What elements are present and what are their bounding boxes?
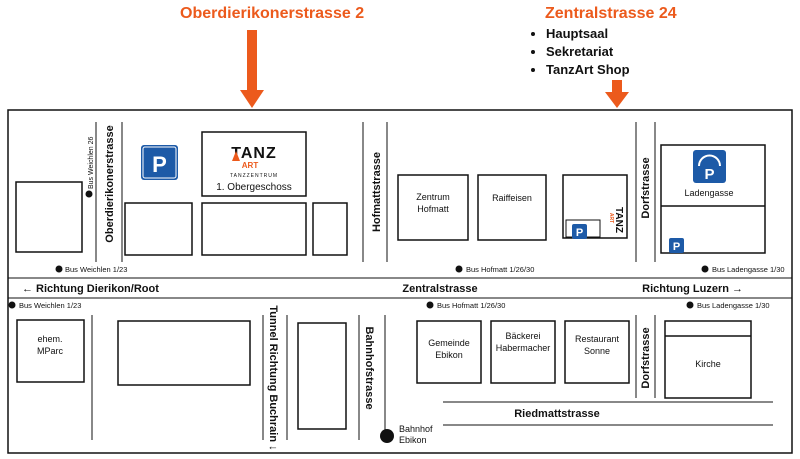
list-item: Hauptsaal (546, 25, 630, 43)
svg-text:P: P (152, 152, 167, 177)
svg-text:ART: ART (242, 161, 259, 170)
svg-text:P: P (704, 166, 714, 183)
svg-text:Bus Weichlen 26: Bus Weichlen 26 (88, 136, 95, 189)
tanzart-logo-small: TANZ ART (608, 207, 624, 233)
building-kirche (664, 320, 752, 399)
building-baeckerei (490, 320, 556, 384)
building-label: Gemeinde (428, 338, 470, 348)
svg-text:TANZZENTRUM: TANZZENTRUM (230, 173, 278, 179)
svg-text:Bus Weichlen 1/23: Bus Weichlen 1/23 (19, 301, 81, 310)
building-tanzart (201, 131, 307, 197)
building-zentrum-hofmatt (397, 174, 469, 241)
svg-text:ART: ART (608, 213, 614, 223)
building-north-3 (201, 202, 307, 256)
building-label: Restaurant (575, 334, 620, 344)
bus-stop: Bus Hofmatt 1/26/30 (455, 265, 534, 274)
street-label: Tunnel Richtung Buchrain ↓ (267, 305, 279, 450)
svg-text:Bahnhof: Bahnhof (399, 424, 433, 434)
bus-stop: Bus Ladengasse 1/30 (686, 301, 770, 310)
street-label: Oberdierikonerstrasse (104, 125, 116, 242)
building-ehem-mparc (16, 319, 85, 383)
parking-icon: P (572, 224, 587, 239)
building-label: Kirche (695, 359, 721, 369)
bus-stop: Bus Weichlen 1/23 (55, 265, 127, 274)
parking-icon: P (141, 145, 178, 180)
destination-right-address: Zentralstrasse 24 (545, 5, 677, 22)
svg-text:Ebikon: Ebikon (399, 435, 427, 445)
street-label: Zentralstrasse (402, 283, 477, 295)
svg-text:TANZ: TANZ (231, 145, 276, 162)
destination-right-list: Hauptsaal Sekretariat TanzArt Shop (528, 25, 630, 79)
svg-text:TANZ: TANZ (613, 207, 624, 233)
building-label: Sonne (584, 346, 610, 356)
tanzart-logo: TANZ ART TANZZENTRUM (230, 145, 278, 179)
parking-icon: P (669, 238, 684, 253)
arrow-right-icon (605, 80, 629, 108)
building-north-1 (15, 181, 83, 253)
svg-text:Bus Ladengasse 1/30: Bus Ladengasse 1/30 (697, 301, 770, 310)
arrow-left-icon (240, 30, 264, 108)
building-label: Hofmatt (417, 204, 449, 214)
building-raiffeisen (477, 174, 547, 241)
street-label: Bahnhofstrasse (363, 326, 375, 409)
building-label: Raiffeisen (492, 193, 532, 203)
street-label: Dorfstrasse (640, 157, 652, 218)
street-label: Riedmattstrasse (514, 408, 600, 420)
list-item: TanzArt Shop (546, 61, 630, 79)
bus-stop: Bus Hofmatt 1/26/30 (426, 301, 505, 310)
svg-text:P: P (673, 241, 680, 253)
building-label: MParc (37, 346, 64, 356)
building-gemeinde (416, 320, 482, 384)
svg-text:P: P (576, 227, 583, 239)
building-label: ehem. (37, 334, 62, 344)
building-north-2 (124, 202, 193, 256)
destination-left-address: Oberdierikonerstrasse 2 (180, 5, 365, 22)
building-south-1 (117, 320, 251, 386)
list-item: Sekretariat (546, 43, 630, 61)
svg-text:Bus Hofmatt 1/26/30: Bus Hofmatt 1/26/30 (437, 301, 505, 310)
building-label: Zentrum (416, 192, 450, 202)
street-label: Dorfstrasse (640, 327, 652, 388)
map-frame (7, 109, 793, 454)
train-station-marker: Bahnhof Ebikon (380, 424, 433, 445)
bus-stop: Bus Ladengasse 1/30 (701, 265, 785, 274)
building-south-2 (297, 322, 347, 430)
bus-stop: Bus Weichlen 26 (85, 136, 95, 198)
building-label: Ladengasse (684, 188, 733, 198)
building-north-4 (312, 202, 348, 256)
parking-garage-icon: P (693, 150, 726, 183)
building-label: Ebikon (435, 350, 463, 360)
direction-label: Richtung Luzern → (642, 283, 743, 295)
bus-stop: Bus Weichlen 1/23 (8, 301, 81, 310)
svg-text:Bus Weichlen 1/23: Bus Weichlen 1/23 (65, 265, 127, 274)
svg-text:Bus Hofmatt 1/26/30: Bus Hofmatt 1/26/30 (466, 265, 534, 274)
tanzart-floor-label: 1. Obergeschoss (216, 182, 292, 193)
building-label: Habermacher (496, 343, 551, 353)
building-label: Bäckerei (505, 331, 540, 341)
svg-text:Bus Ladengasse 1/30: Bus Ladengasse 1/30 (712, 265, 785, 274)
building-restaurant (564, 320, 630, 384)
direction-label: ← Richtung Dierikon/Root (22, 283, 159, 295)
street-label: Hofmattstrasse (371, 152, 383, 232)
